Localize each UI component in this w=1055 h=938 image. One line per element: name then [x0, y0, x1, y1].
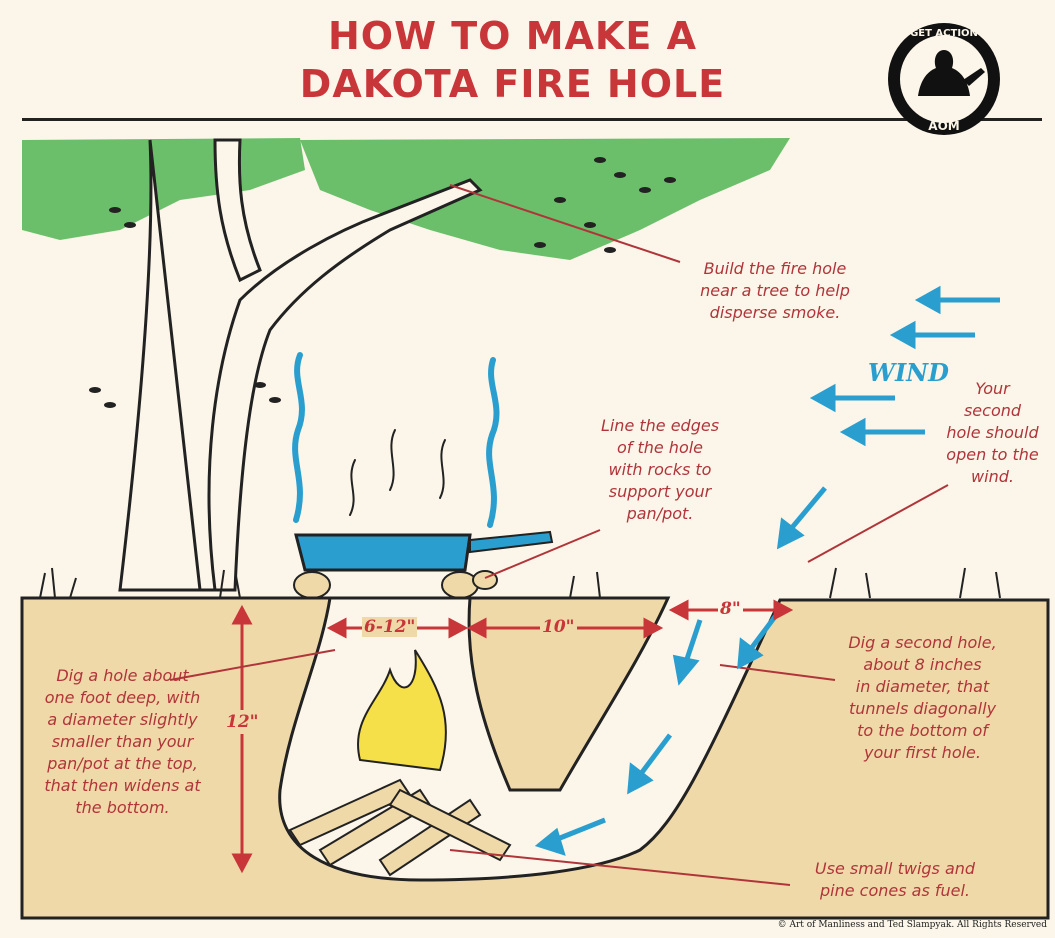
rim-gap-dimension: 10" — [540, 617, 577, 637]
aom-badge-logo: GET ACTION AOM — [888, 23, 1000, 135]
tree-callout-line — [449, 184, 681, 263]
page-title-line-1: HOW TO MAKE A — [328, 14, 697, 58]
title-divider — [22, 118, 1042, 121]
fuel-logs — [288, 778, 512, 877]
steam-lines — [292, 352, 500, 528]
depth-dimension: 12" — [226, 710, 259, 734]
page-title-line-2: DAKOTA FIRE HOLE — [299, 62, 726, 106]
frying-pan — [294, 530, 554, 572]
rim-rocks — [293, 570, 498, 599]
copyright-notice: © Art of Manliness and Ted Slampyak. All… — [777, 920, 1047, 930]
tree-foliage — [22, 138, 790, 260]
leaf-clusters — [89, 157, 676, 408]
grass — [39, 567, 1001, 599]
dig-hole-callout-line — [169, 649, 336, 681]
soil-ground — [20, 596, 1050, 920]
badge-top-text: GET ACTION — [910, 28, 978, 39]
top-opening-dimension: 6-12" — [362, 617, 418, 637]
wind-label: WIND — [868, 358, 949, 387]
fire — [357, 649, 447, 772]
tree-trunk — [118, 138, 483, 592]
badge-bottom-text: AOM — [928, 119, 959, 133]
rocks-callout-line — [484, 529, 601, 579]
second-hole-dimension: 8" — [718, 599, 743, 619]
wind-open-callout-line — [807, 484, 949, 563]
fuel-callout-line — [449, 849, 791, 886]
